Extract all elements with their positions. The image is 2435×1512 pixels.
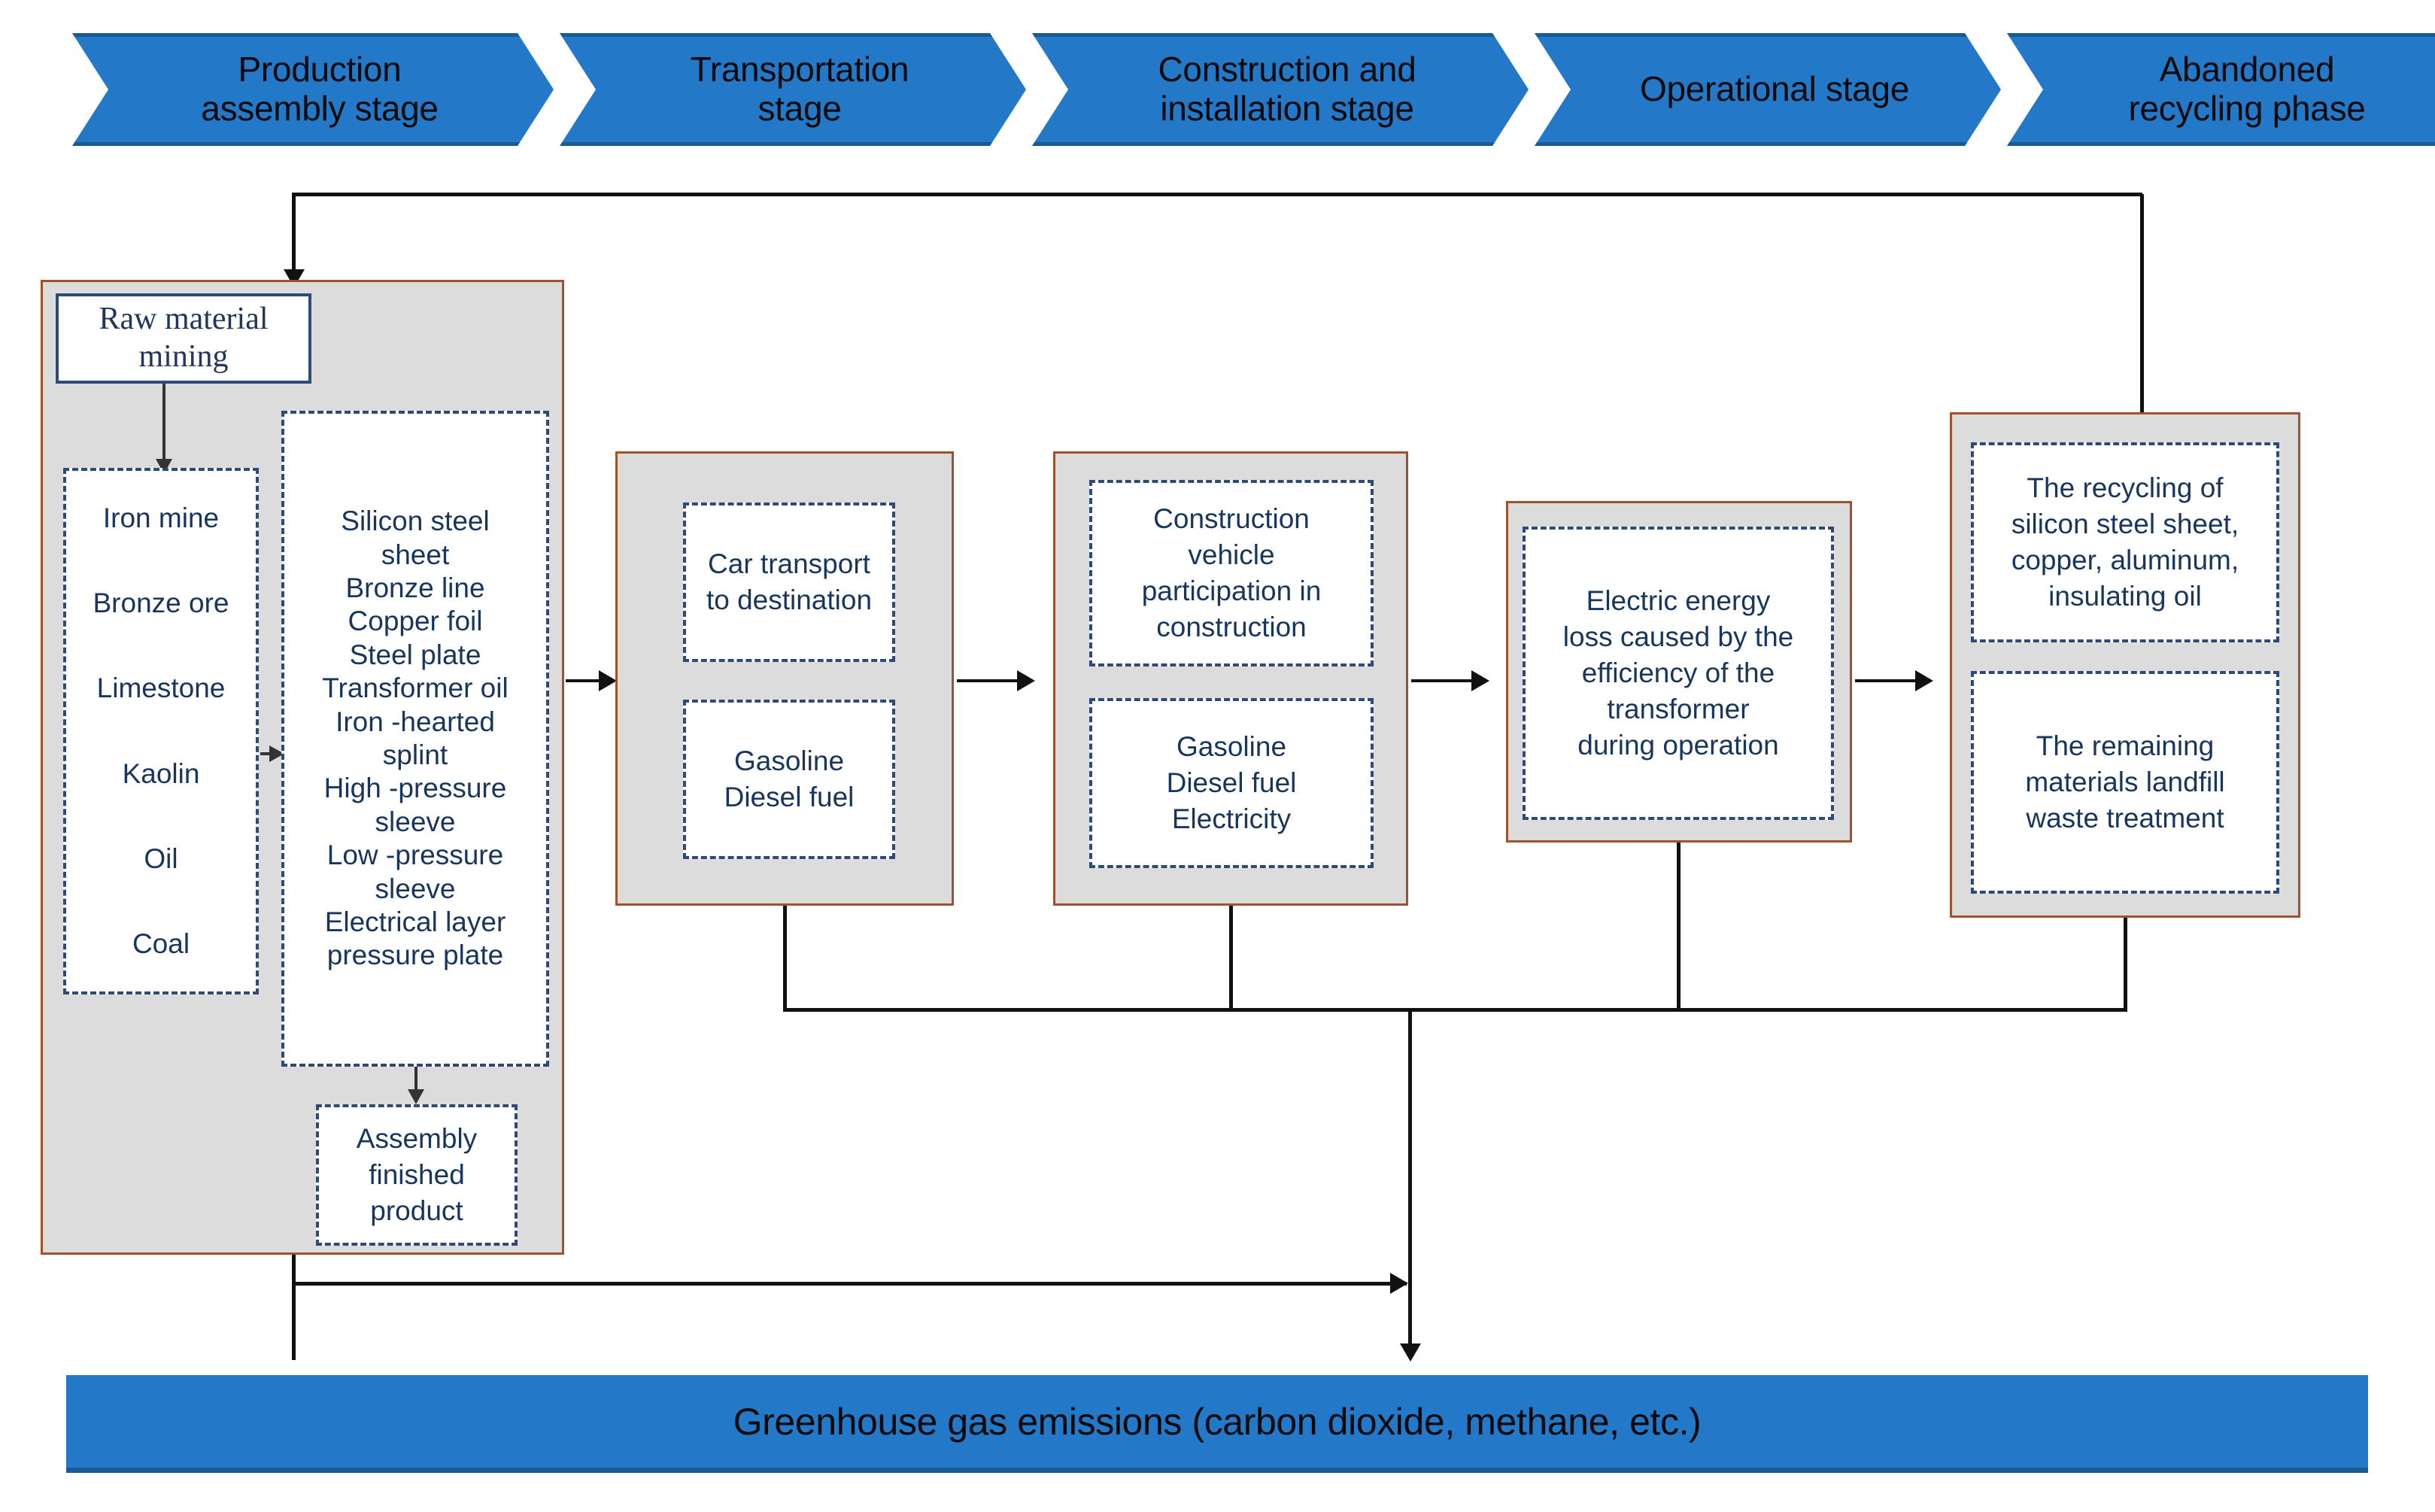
component-item: sleeve — [375, 806, 456, 837]
operational-to-recycling-arrowhead — [1915, 670, 1933, 691]
greenhouse-gas-banner[interactable]: Greenhouse gas emissions (carbon dioxide… — [66, 1375, 2368, 1473]
emission-drop-construction — [1229, 906, 1233, 1011]
production-emission-horizontal — [292, 1282, 1407, 1286]
component-item: Low -pressure — [326, 839, 504, 871]
component-item: sleeve — [375, 873, 456, 904]
emission-main-trunk — [1408, 1008, 1412, 1345]
component-item: Copper foil — [348, 606, 483, 637]
raw-material-item: Oil — [144, 843, 178, 874]
feedback-line-vertical-right — [2140, 194, 2144, 420]
materials-to-components-arrowhead — [269, 745, 284, 762]
emission-drop-transportation — [783, 906, 787, 1011]
component-item: High -pressure — [323, 773, 507, 804]
production-emission-arrowhead — [1390, 1273, 1408, 1294]
component-item: Silicon steel — [341, 506, 490, 537]
emission-main-arrowhead — [1400, 1343, 1421, 1362]
greenhouse-gas-label: Greenhouse gas emissions (carbon dioxide… — [733, 1400, 1702, 1443]
component-item: sheet — [381, 539, 450, 570]
mining-to-materials-line — [162, 384, 165, 463]
transportation-to-construction-line — [957, 679, 1029, 682]
component-item: splint — [382, 739, 448, 770]
production-to-transportation-line — [566, 679, 612, 682]
emission-collector-bus — [783, 1008, 2127, 1012]
emission-drop-operational — [1677, 843, 1681, 1011]
construction-to-operational-line — [1411, 679, 1483, 682]
components-to-assembly-line — [414, 1067, 417, 1097]
component-item: Bronze line — [345, 572, 485, 604]
feedback-line-horizontal — [292, 193, 2142, 196]
component-item: Electrical layer — [324, 906, 506, 937]
raw-material-item: Kaolin — [122, 758, 200, 789]
raw-material-item: Iron mine — [102, 502, 220, 533]
components-to-assembly-arrowhead — [408, 1089, 424, 1104]
raw-material-item: Bronze ore — [93, 587, 229, 618]
production-emission-drop — [292, 1255, 296, 1360]
component-item: Steel plate — [349, 639, 481, 670]
raw-material-item: Coal — [132, 928, 190, 960]
feedback-line-vertical-left — [292, 193, 296, 274]
operational-to-recycling-line — [1855, 679, 1927, 682]
emission-drop-recycling — [2124, 918, 2127, 1011]
raw-material-item: Limestone — [96, 673, 226, 704]
construction-to-operational-arrowhead — [1471, 670, 1489, 691]
transportation-to-construction-arrowhead — [1017, 670, 1035, 691]
stage-chevron-operational-label: Operational stage — [1639, 69, 1910, 109]
raw-materials-list-box[interactable]: Iron mine Bronze ore Limestone Kaolin Oi… — [63, 468, 259, 994]
components-list-box[interactable]: Silicon steel sheet Bronze line Copper f… — [281, 411, 549, 1067]
component-item: Iron -hearted — [335, 706, 495, 737]
component-item: Transformer oil — [322, 673, 509, 704]
component-item: pressure plate — [326, 940, 504, 971]
stage-chevron-operational[interactable]: Operational stage — [1535, 33, 2001, 146]
production-to-transportation-arrowhead — [599, 670, 617, 691]
